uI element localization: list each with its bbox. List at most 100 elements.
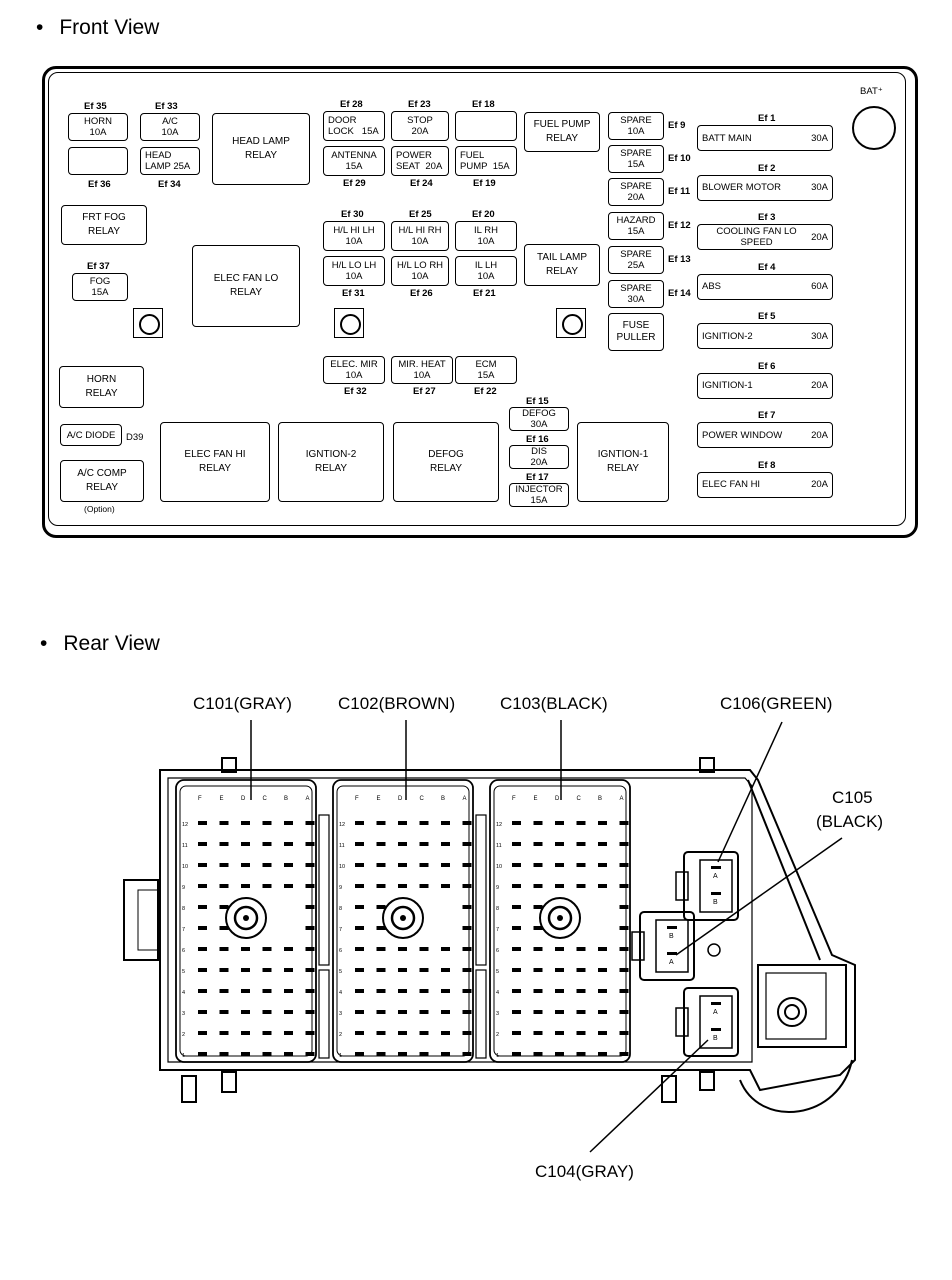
terminal-pin <box>576 821 586 825</box>
terminal-pin <box>533 1010 543 1014</box>
fuse-label-ef32: Ef 32 <box>344 386 367 397</box>
pin-letter: B <box>441 796 445 802</box>
terminal-pin <box>241 821 250 825</box>
main-fuse-amp: 30A <box>811 132 828 144</box>
divider-rail <box>318 969 330 1059</box>
fuse-label-ef25: Ef 25 <box>409 209 432 220</box>
terminal-pin <box>219 821 229 825</box>
bottom-peg <box>181 1075 197 1103</box>
terminal-pin <box>305 821 315 825</box>
terminal-pin <box>533 863 543 867</box>
terminal-pin <box>355 947 364 951</box>
pin-letter: A <box>713 1009 718 1016</box>
fuse-name: FOG <box>89 276 111 287</box>
fuse-label-ef19: Ef 19 <box>473 178 496 189</box>
terminal-pin <box>376 884 386 888</box>
bullet: • <box>36 16 44 39</box>
terminal-pin <box>284 884 293 888</box>
terminal-pin <box>576 842 586 846</box>
terminal-pin <box>419 1052 429 1056</box>
terminal-pin <box>711 866 721 869</box>
terminal-pin <box>441 884 450 888</box>
terminal-pin <box>441 1052 450 1056</box>
terminal-pin <box>441 989 450 993</box>
terminal-pin <box>284 1052 293 1056</box>
terminal-pin <box>262 947 272 951</box>
main-fuse-amp: 20A <box>811 429 828 441</box>
terminal-pin <box>219 1052 229 1056</box>
battery-label: BAT⁺ <box>860 86 883 97</box>
fuse-label-ef28: Ef 28 <box>340 99 363 110</box>
top-peg <box>221 757 237 773</box>
terminal-pin <box>533 821 543 825</box>
terminal-pin <box>241 947 250 951</box>
connector-latch <box>675 871 689 901</box>
fuse-name-2: LAMP 25A <box>145 161 191 172</box>
pin-row-number: 2 <box>339 1032 342 1038</box>
terminal-pin <box>419 821 429 825</box>
terminal-pin <box>198 947 207 951</box>
terminal-pin <box>441 947 450 951</box>
terminal-pin <box>598 968 607 972</box>
terminal-pin <box>284 947 293 951</box>
terminal-pin <box>355 842 364 846</box>
pin-row-number: 5 <box>182 969 185 975</box>
pin-letter: C <box>420 796 425 802</box>
terminal-pin <box>284 842 293 846</box>
terminal-pin <box>398 842 407 846</box>
terminal-pin <box>619 905 629 909</box>
main-fuse-amp: 60A <box>811 281 828 292</box>
pin-row-number: 5 <box>496 969 499 975</box>
terminal-pin <box>305 842 315 846</box>
terminal-pin <box>419 1010 429 1014</box>
terminal-pin <box>598 989 607 993</box>
terminal-pin <box>512 842 521 846</box>
mounting-bolt <box>133 308 163 338</box>
terminal-pin <box>284 968 293 972</box>
connector-face <box>699 859 733 913</box>
terminal-pin <box>398 884 407 888</box>
connector-c106: AB <box>675 851 739 921</box>
left-mount-tab-inner <box>137 889 159 951</box>
main-fuse-label: Ef 3 <box>758 212 776 223</box>
terminal-pin <box>711 892 721 895</box>
pin-row-number: 9 <box>182 885 185 891</box>
pin-letter: D <box>241 796 246 802</box>
pin-letter: F <box>512 796 516 802</box>
fuse-label-ef23: Ef 23 <box>408 99 431 110</box>
mounting-bolt <box>334 308 364 338</box>
battery-terminal <box>852 106 896 150</box>
connector-c104: AB <box>675 987 739 1057</box>
terminal-pin <box>619 842 629 846</box>
terminal-pin <box>262 863 272 867</box>
terminal-pin <box>355 926 364 930</box>
terminal-pin <box>576 989 586 993</box>
terminal-pin <box>355 968 364 972</box>
terminal-pin <box>598 863 607 867</box>
terminal-pin <box>462 905 472 909</box>
terminal-pin <box>619 1010 629 1014</box>
main-fuse-amp: 20A <box>811 479 828 490</box>
terminal-pin <box>219 905 229 909</box>
fuse-box-front-inner <box>48 72 906 526</box>
terminal-pin <box>512 1010 521 1014</box>
fuse-label-ef29: Ef 29 <box>343 178 366 189</box>
pin-letter: A <box>306 796 310 802</box>
terminal-pin <box>512 821 521 825</box>
terminal-pin <box>419 884 429 888</box>
terminal-pin <box>262 821 272 825</box>
terminal-pin <box>398 863 407 867</box>
connector-bolt <box>539 897 581 939</box>
terminal-pin <box>198 926 207 930</box>
